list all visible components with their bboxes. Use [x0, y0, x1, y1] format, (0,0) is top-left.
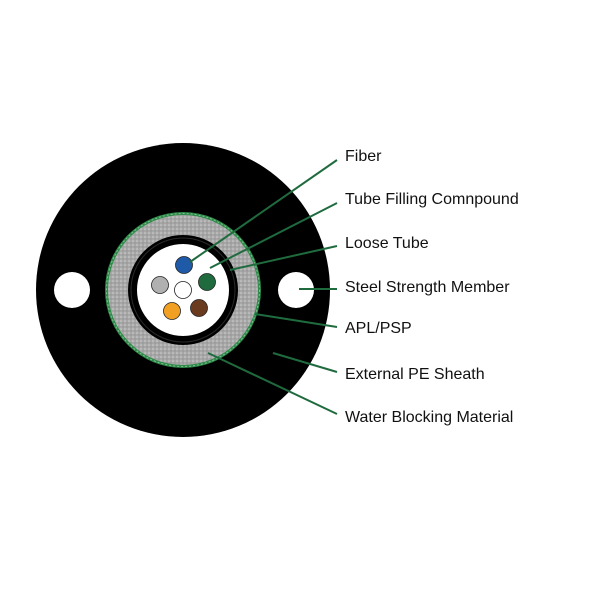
- fiber-brown: [190, 299, 208, 317]
- fiber-orange: [163, 302, 181, 320]
- leader-water-blocking: [207, 352, 338, 415]
- steel-strength-member-left: [54, 272, 90, 308]
- leader-external-pe: [272, 352, 338, 373]
- label-tube-filling-compound: Tube Filling Comnpound: [345, 191, 519, 208]
- label-steel-strength-member: Steel Strength Member: [345, 279, 510, 296]
- leader-fiber: [189, 159, 338, 263]
- fiber-blue: [175, 256, 193, 274]
- fiber-gray: [151, 276, 169, 294]
- label-loose-tube: Loose Tube: [345, 235, 429, 252]
- label-apl-psp: APL/PSP: [345, 320, 412, 337]
- label-external-pe-sheath: External PE Sheath: [345, 366, 485, 383]
- steel-strength-member-right: [278, 272, 314, 308]
- leader-loose-tube: [229, 245, 338, 271]
- fiber-green: [198, 273, 216, 291]
- label-fiber: Fiber: [345, 148, 382, 165]
- leader-apl-psp: [254, 313, 338, 328]
- leader-tube-filling: [209, 202, 338, 269]
- fiber-white: [174, 281, 192, 299]
- label-water-blocking-material: Water Blocking Material: [345, 409, 513, 426]
